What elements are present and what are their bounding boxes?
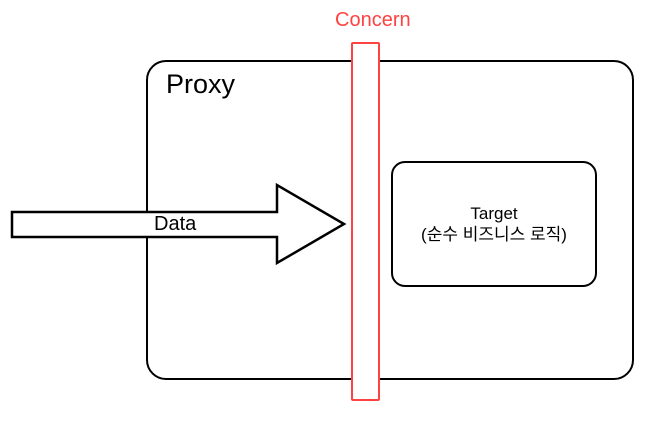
proxy-label: Proxy [166, 69, 236, 99]
concern-label: Concern [335, 9, 411, 31]
target-title: Target [470, 203, 518, 223]
data-flow-arrow-icon [10, 182, 347, 266]
target-subtitle: (순수 비즈니스 로직) [421, 225, 567, 244]
concern-bar [351, 42, 380, 401]
data-arrow-label: Data [154, 213, 197, 235]
target-box: Target (순수 비즈니스 로직) [391, 161, 597, 287]
